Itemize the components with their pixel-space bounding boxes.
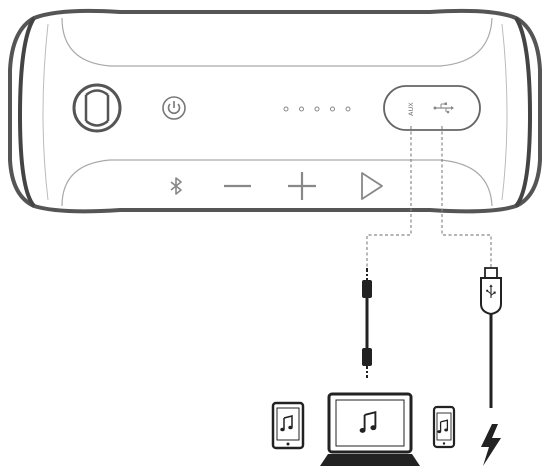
speaker-logo-badge (72, 83, 122, 133)
play-pause-button[interactable] (361, 172, 383, 200)
phone-device (432, 405, 456, 449)
bluetooth-icon (170, 177, 182, 195)
speaker-top-panel (61, 17, 493, 67)
battery-indicator (283, 106, 351, 112)
usb-connection-path (441, 126, 492, 268)
port-cover (383, 85, 481, 131)
speaker-bottom-panel (61, 159, 493, 207)
plus-icon (288, 172, 316, 200)
music-note-icon (280, 415, 293, 432)
power-button[interactable] (162, 96, 186, 120)
battery-indicator-dot (330, 106, 335, 112)
aux-port-label: AUX (407, 102, 415, 116)
speaker-right-edge (501, 23, 508, 201)
laptop-device (320, 392, 420, 466)
speaker-left-cap (17, 16, 36, 208)
music-note-icon (437, 419, 449, 434)
battery-indicator-dot (314, 106, 320, 112)
usb-icon (433, 102, 454, 114)
speaker: AUX (8, 8, 542, 214)
aux-cable (362, 268, 372, 378)
speaker-left-edge (42, 23, 49, 201)
battery-indicator-dot (345, 106, 351, 112)
tablet-device (271, 401, 305, 450)
play-icon (361, 172, 383, 200)
battery-indicator-dot (299, 106, 304, 112)
usb-cable (480, 267, 502, 408)
volume-up-button[interactable] (288, 172, 316, 200)
bluetooth-button[interactable] (170, 177, 182, 195)
power-icon (167, 101, 181, 115)
music-note-icon (359, 410, 377, 433)
speaker-right-cap (514, 16, 533, 208)
battery-indicator-dot (283, 106, 289, 112)
lightning-bolt-icon (481, 424, 501, 466)
